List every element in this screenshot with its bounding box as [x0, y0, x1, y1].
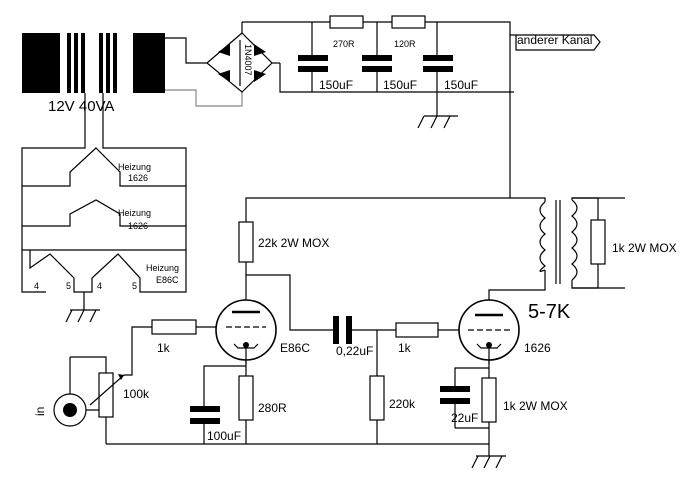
stage1-cathode-r-label: 280R	[258, 401, 287, 415]
cathode-bypass-cap-22uf	[440, 386, 489, 429]
other-channel-connector: anderer Kanal	[510, 33, 601, 51]
stage2-tube-label: 1626	[524, 341, 551, 355]
tube-1626	[458, 299, 520, 364]
grid-stopper-1-label: 1k	[157, 341, 171, 355]
ground-symbol-output	[471, 455, 506, 469]
input-label: in	[33, 407, 47, 416]
resistor-1k-load	[590, 219, 606, 265]
heater-2	[22, 199, 186, 227]
heater-3-tube: E86C	[156, 275, 179, 285]
heater-2-tube: 1626	[128, 221, 148, 231]
heater-2-label: Heizung	[118, 208, 151, 218]
coupling-capacitor	[333, 316, 352, 344]
secondary-wire-top	[165, 37, 207, 64]
input-jack[interactable]	[53, 357, 106, 427]
filter-cap-2-label: 150uF	[383, 78, 417, 92]
stage1-anode-r-label: 22k 2W MOX	[258, 236, 329, 250]
heater-1-tube: 1626	[128, 173, 148, 183]
stage1-anode-wire	[246, 274, 333, 331]
potentiometer-label: 100k	[123, 387, 150, 401]
stage2-anode-wire	[488, 270, 546, 300]
pot-wiper-wire	[124, 326, 152, 376]
filter-cap-2	[362, 22, 392, 92]
transformer-core-left	[22, 33, 60, 93]
output-impedance-label: 5-7K	[528, 301, 571, 323]
heater-pin-2: 5	[66, 281, 71, 291]
cathode-bypass-cap-100uf	[190, 406, 220, 444]
heater-1-label: Heizung	[118, 162, 151, 172]
grid-leak-label: 220k	[389, 397, 416, 411]
heater-pin-3: 4	[97, 281, 102, 291]
transformer-label: 12V 40VA	[48, 98, 114, 115]
heater-pin-1: 4	[34, 281, 39, 291]
bridge-rectifier: 1N4007	[206, 32, 273, 93]
b-plus-rail	[425, 21, 511, 198]
secondary-wire-bottom	[165, 89, 243, 107]
other-channel-label: anderer Kanal	[517, 33, 592, 47]
power-transformer: 12V 40VA	[22, 33, 165, 115]
filter-cap-3-label: 150uF	[444, 78, 478, 92]
resistor-280r-cathode	[238, 375, 254, 421]
ground-rail-supply	[279, 63, 514, 93]
heater-wiring: Heizung 1626 Heizung 1626 Heizung E86C 4…	[21, 93, 187, 323]
resistor-120r-label: 120R	[394, 39, 416, 49]
grid-stopper-2-label: 1k	[398, 341, 412, 355]
ground-symbol-supply	[417, 92, 458, 129]
transformer-core-right	[133, 33, 165, 93]
resistor-220k-grid-leak	[369, 375, 385, 421]
resistor-270r	[329, 15, 364, 29]
load-r-label: 1k 2W MOX	[612, 241, 677, 255]
stage1-cathode-c-label: 100uF	[207, 429, 241, 443]
output-transformer	[510, 197, 599, 289]
resistor-1k-cathode	[481, 377, 497, 423]
heater-3-label: Heizung	[146, 263, 179, 273]
filter-cap-3	[423, 22, 453, 92]
heater-pin-4: 5	[132, 281, 137, 291]
tube-e86c	[215, 299, 277, 364]
coupling-cap-label: 0,22uF	[336, 344, 373, 358]
resistor-22k-anode	[238, 221, 254, 263]
stage2-cathode-r-label: 1k 2W MOX	[503, 399, 568, 413]
resistor-120r	[391, 15, 426, 29]
grid-stopper-2	[395, 322, 439, 338]
filter-cap-1-label: 150uF	[319, 78, 353, 92]
b-plus-stage1	[245, 197, 510, 222]
heater-1	[22, 147, 186, 187]
grid-stopper-1	[151, 319, 197, 335]
input-top-wire	[70, 356, 107, 373]
filter-cap-1	[298, 22, 328, 92]
rectifier-label: 1N4007	[243, 44, 253, 76]
resistor-270r-label: 270R	[333, 39, 355, 49]
stage2-cathode-c-label: 22uF	[451, 411, 478, 425]
stage1-tube-label: E86C	[280, 341, 310, 355]
